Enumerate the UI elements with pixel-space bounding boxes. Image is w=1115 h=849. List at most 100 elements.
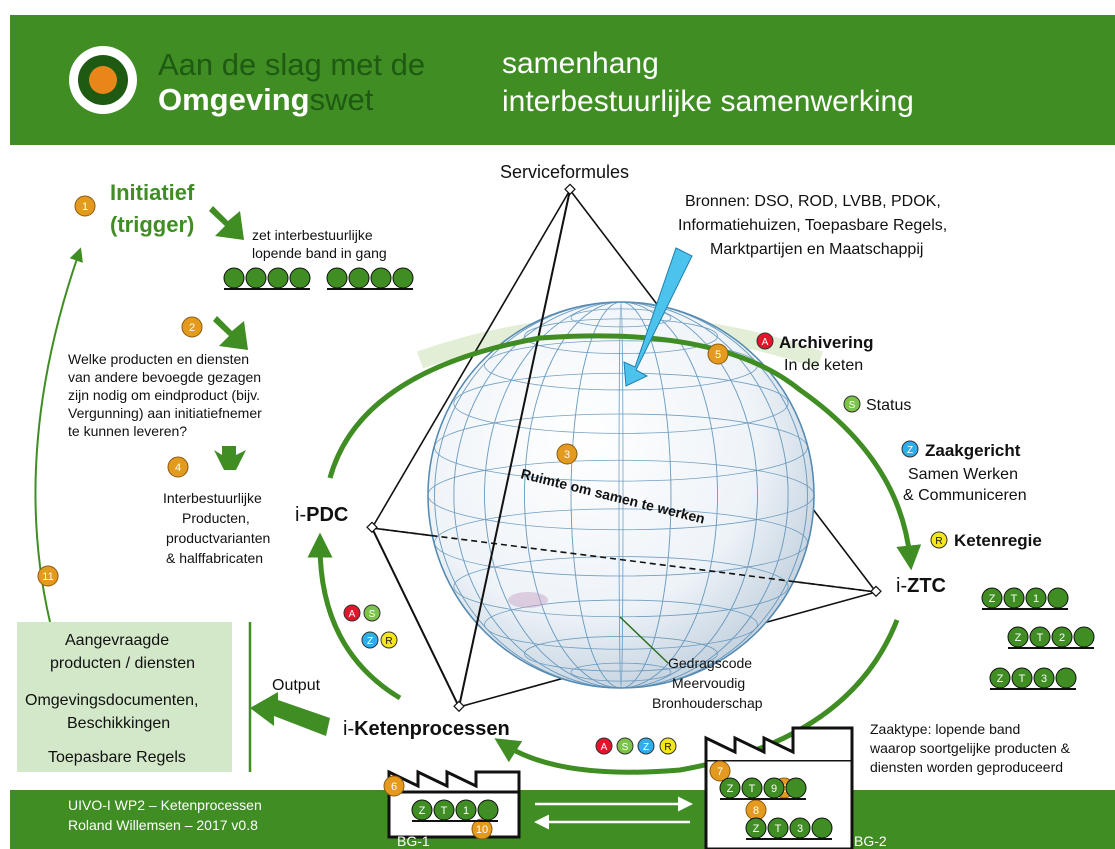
svg-text:Z: Z [367,636,373,647]
bg1-label: BG-1 [397,833,430,849]
welke-line3: zijn nodig om eindproduct (bijv. [68,387,260,403]
welke-line2: van andere bevoegde gezagen [68,369,261,385]
step-badge-3: 3 [556,443,578,465]
conveyor-belt: Z T 2 [1007,626,1095,649]
serviceformules-label: Serviceformules [500,162,629,182]
badge-r: R [659,737,677,755]
svg-text:S: S [622,742,629,753]
footer-bar [10,790,1115,849]
toepasbare-label: Toepasbare Regels [48,749,186,766]
svg-text:A: A [601,742,608,753]
page-title-line1: samenhang [502,47,659,80]
logo-icon [69,46,137,114]
page-title-line2: interbestuurlijke samenwerking [502,85,914,118]
svg-text:2: 2 [1059,632,1065,644]
welke-line1: Welke producten en diensten [68,351,249,367]
badge-s: S [363,604,381,622]
gedragscode-pointer [619,616,669,664]
cycle-arrows [307,333,922,775]
svg-text:Z: Z [997,673,1004,685]
interb-line1: Interbestuurlijke [163,490,262,506]
samen-werken-label: Samen Werken [908,466,1018,483]
left-arrow-icon [250,692,330,736]
svg-text:R: R [385,636,392,647]
zaaktype-line1: Zaaktype: lopende band [870,721,1020,737]
omgevingsdocumenten-line1: Omgevingsdocumenten, [25,692,198,709]
svg-text:Z: Z [727,783,734,795]
in-de-keten-label: In de keten [784,357,863,374]
svg-text:8: 8 [753,805,759,817]
badge-z: Z [361,631,379,649]
archivering-label: Archivering [779,333,873,352]
conveyor-belt: Z T 9 [719,777,807,800]
svg-text:R: R [935,536,942,547]
badge-a: A [595,737,613,755]
svg-text:10: 10 [476,824,488,836]
omgevingsdocumenten-line2: Beschikkingen [67,715,170,732]
tetrahedron-front [371,189,571,708]
svg-text:T: T [441,805,448,817]
status-label: Status [866,397,911,414]
step-badge-5: 5 [707,343,729,365]
vertex-markers [366,183,882,713]
down-arrow-icon [214,446,246,470]
bronnen-line3: Marktpartijen en Maatschappij [710,241,923,258]
badge-z: Z [901,440,919,458]
exchange-arrows [534,796,693,830]
svg-text:Z: Z [419,805,426,817]
svg-text:A: A [762,337,769,348]
zaaktype-line2: waarop soortgelijke producten & [869,740,1071,756]
svg-text:T: T [749,783,756,795]
step-badge-10: 10 [471,818,493,840]
badge-a: A [343,604,361,622]
svg-text:T: T [1037,632,1044,644]
badge-r: R [380,631,398,649]
welke-line5: te kunnen leveren? [68,423,187,439]
output-box [17,622,232,772]
cyan-arrow-icon [623,247,693,387]
svg-text:T: T [1011,593,1018,605]
badge-s: S [616,737,634,755]
factory-bg1-icon [387,769,521,839]
gedragscode-line2: Meervoudig [672,675,745,691]
ipdc-label: i-PDC [295,504,348,526]
step-badge-11: 11 [37,565,59,587]
zet-band-line2: lopende band in gang [252,245,387,261]
badge-z: Z [637,737,655,755]
svg-text:S: S [369,609,376,620]
zet-band-line1: zet interbestuurlijke [252,227,373,243]
interb-line3: productvarianten [166,530,270,546]
svg-text:7: 7 [717,766,723,778]
aangevraagde-line1: Aangevraagde [65,632,169,649]
svg-text:2: 2 [189,322,195,334]
svg-text:T: T [775,823,782,835]
conveyor-belt: Z T 3 [745,817,833,840]
svg-text:Z: Z [1015,632,1022,644]
svg-text:3: 3 [564,449,570,461]
ketenregie-label: Ketenregie [954,531,1042,550]
footer-line2: Roland Willemsen – 2017 v0.8 [68,817,258,833]
svg-text:4: 4 [175,462,181,474]
svg-text:3: 3 [1041,673,1047,685]
bronnen-line1: Bronnen: DSO, ROD, LVBB, PDOK, [685,193,941,210]
svg-text:1: 1 [82,201,88,213]
tetrahedron-hidden-edge [371,527,877,593]
svg-text:6: 6 [391,781,397,793]
output-label: Output [272,677,321,694]
svg-text:3: 3 [797,823,803,835]
svg-text:A: A [349,609,356,620]
svg-text:9: 9 [771,783,777,795]
welke-line4: Vergunning) aan initiatiefnemer [68,405,262,421]
bronnen-line2: Informatiehuizen, Toepasbare Regels, [678,217,947,234]
zaaktype-line3: diensten worden geproduceerd [870,759,1063,775]
badge-a: A [756,332,774,350]
svg-text:5: 5 [715,349,721,361]
initiatief-label: Initiatief [110,180,195,205]
bg2-label: BG-2 [854,833,887,849]
svg-text:Z: Z [753,823,760,835]
trigger-label: (trigger) [110,212,194,237]
